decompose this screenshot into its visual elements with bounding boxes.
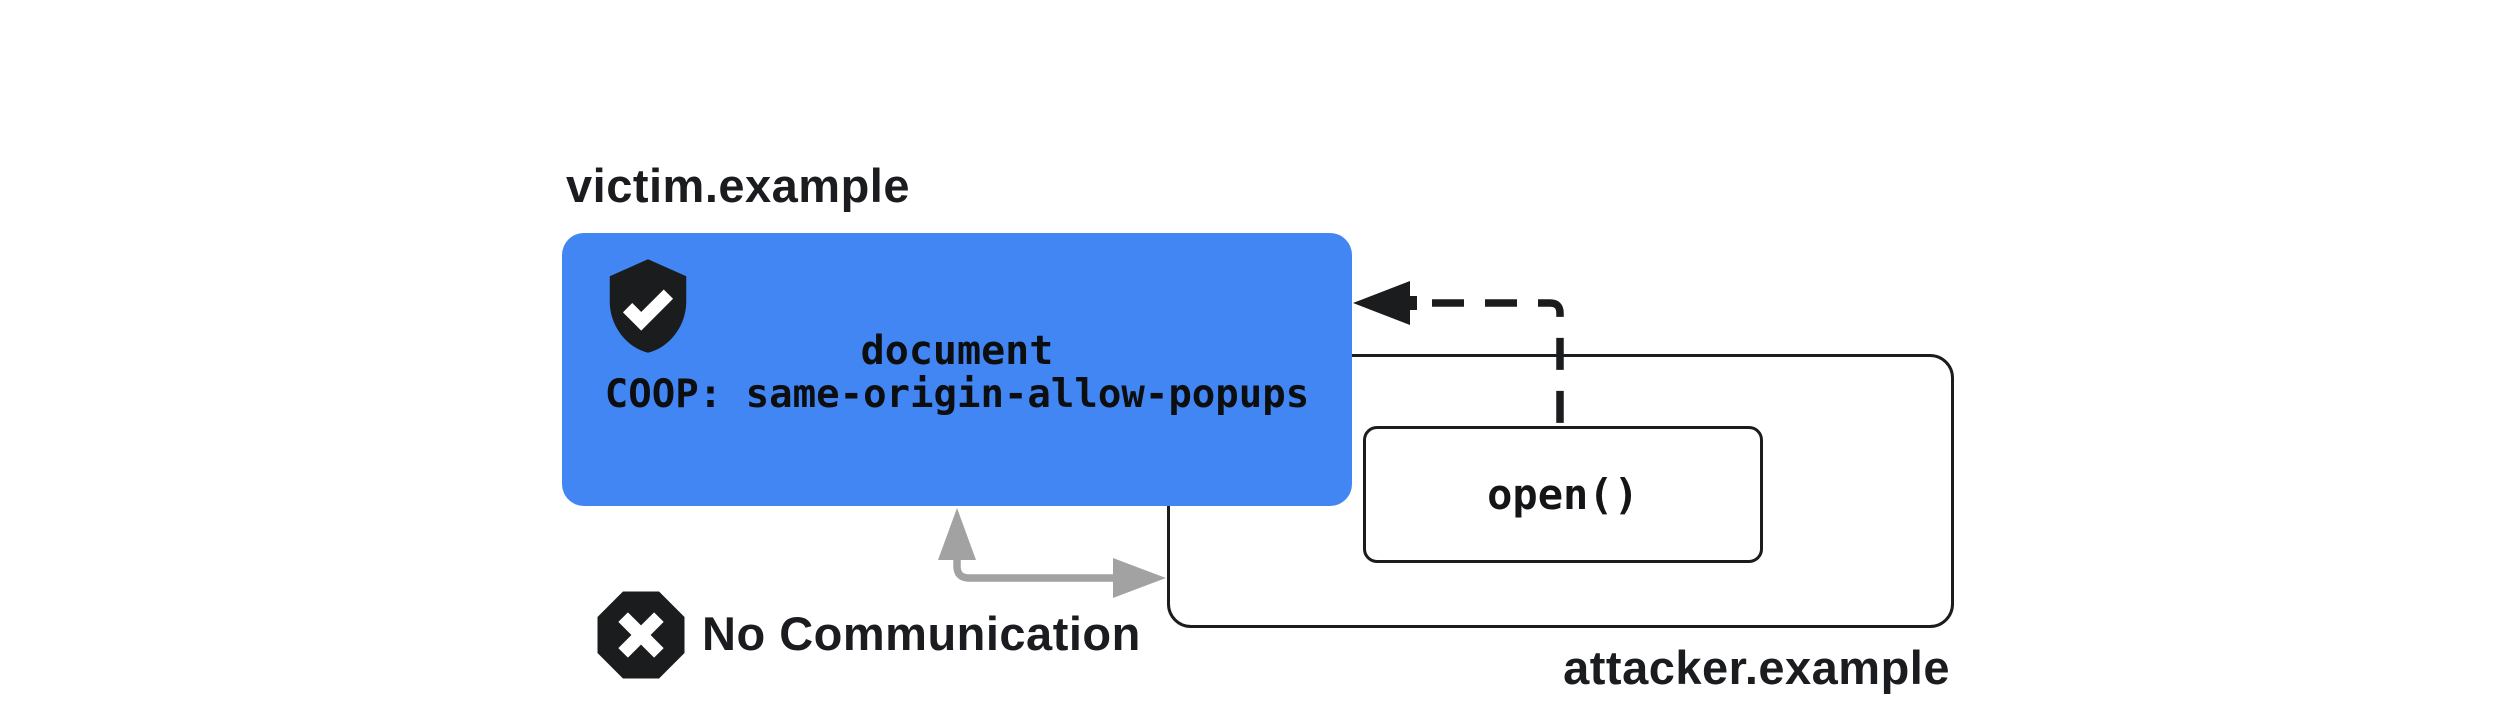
coop-header-value: COOP: same-origin-allow-popups xyxy=(604,372,1310,417)
shield-check-icon xyxy=(609,259,687,353)
no-communication-label: No Communication xyxy=(702,607,1141,660)
victim-document-box: document COOP: same-origin-allow-popups xyxy=(562,233,1352,506)
octagon-x-icon xyxy=(597,591,685,679)
open-call-box: open() xyxy=(1363,426,1763,563)
attacker-domain-label: attacker.example xyxy=(1563,641,1950,694)
document-title: document xyxy=(860,328,1054,374)
victim-domain-label: victim.example xyxy=(566,159,911,212)
open-call-label: open() xyxy=(1487,470,1639,519)
blocked-elbow-arrow xyxy=(938,508,1166,598)
